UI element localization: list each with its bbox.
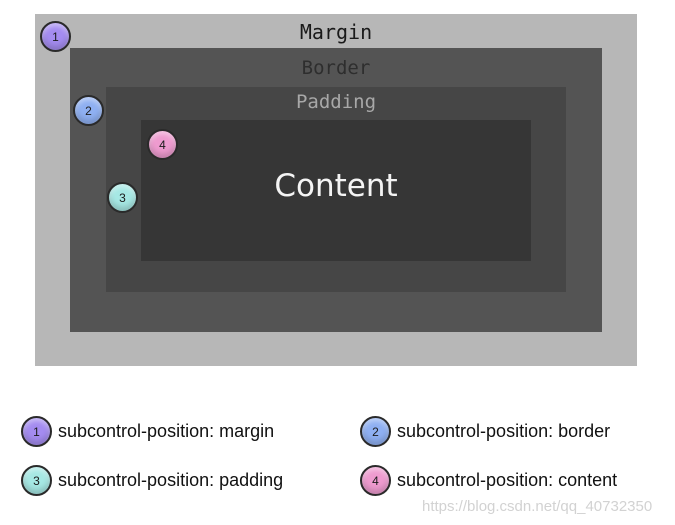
legend-marker-2-icon: 2 xyxy=(360,416,391,447)
legend-marker-4-icon: 4 xyxy=(360,465,391,496)
legend-text-border: subcontrol-position: border xyxy=(397,421,611,441)
padding-label: Padding xyxy=(295,91,377,113)
legend-marker-4-number: 4 xyxy=(372,473,379,488)
legend-item-border: 2 subcontrol-position: border xyxy=(360,416,610,447)
marker-1-icon: 1 xyxy=(40,21,71,52)
content-label: Content xyxy=(274,168,398,204)
legend-marker-2-number: 2 xyxy=(372,424,379,439)
marker-3-number: 3 xyxy=(119,190,126,205)
legend-marker-3-icon: 3 xyxy=(21,465,52,496)
marker-2-icon: 2 xyxy=(73,95,104,126)
legend-marker-1-icon: 1 xyxy=(21,416,52,447)
legend-text-margin: subcontrol-position: margin xyxy=(58,421,275,441)
marker-3-icon: 3 xyxy=(107,182,138,213)
watermark: https://blog.csdn.net/qq_40732350 xyxy=(422,498,653,515)
legend-item-padding: 3 subcontrol-position: padding xyxy=(21,465,283,496)
marker-2-number: 2 xyxy=(85,103,92,118)
legend-text-padding: subcontrol-position: padding xyxy=(58,470,284,490)
legend-item-content: 4 subcontrol-position: content xyxy=(360,465,617,496)
marker-4-icon: 4 xyxy=(147,129,178,160)
margin-label: Margin xyxy=(299,20,373,44)
legend-item-margin: 1 subcontrol-position: margin xyxy=(21,416,274,447)
content-box: Content xyxy=(141,120,531,261)
border-label: Border xyxy=(301,57,371,79)
marker-4-number: 4 xyxy=(159,137,166,152)
legend-marker-3-number: 3 xyxy=(33,473,40,488)
legend-marker-1-number: 1 xyxy=(33,424,40,439)
legend-text-content: subcontrol-position: content xyxy=(397,470,618,490)
marker-1-number: 1 xyxy=(52,29,59,44)
